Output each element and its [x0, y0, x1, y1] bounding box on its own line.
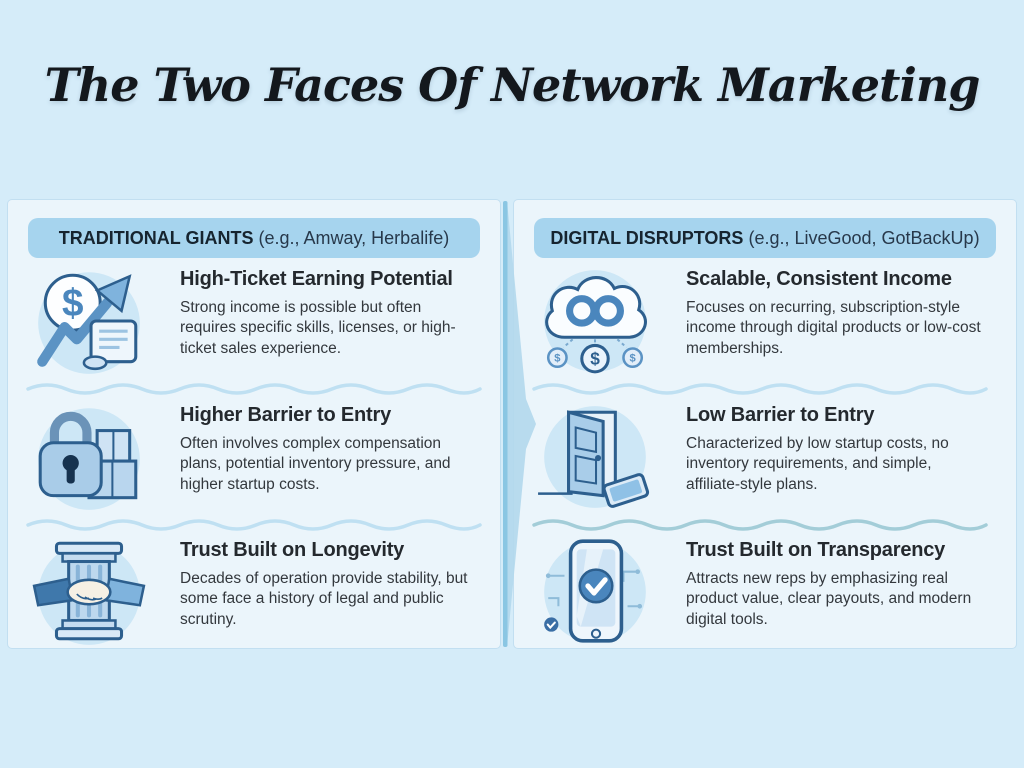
header-digital-disruptors: DIGITAL DISRUPTORS (e.g., LiveGood, GotB…: [534, 218, 996, 258]
feature-row: $ $ $ Scalable, Consistent Income Focuse…: [514, 262, 1016, 380]
header-traditional-giants: TRADITIONAL GIANTS (e.g., Amway, Herbali…: [28, 218, 480, 258]
feature-body: Characterized by low startup costs, no i…: [686, 435, 949, 493]
header-digital-examples: (e.g., LiveGood, GotBackUp): [743, 227, 980, 248]
panel-digital-disruptors: DIGITAL DISRUPTORS (e.g., LiveGood, GotB…: [514, 200, 1016, 648]
header-traditional-bold: TRADITIONAL GIANTS: [58, 227, 254, 248]
feature-row: $ High-Ticket Earning Potential Strong i…: [8, 262, 500, 380]
feature-body: Strong income is possible but often requ…: [180, 299, 456, 357]
feature-body: Focuses on recurring, subscription-style…: [686, 299, 981, 357]
feature-heading: Trust Built on Longevity: [180, 539, 405, 561]
feature-heading: High-Ticket Earning Potential: [180, 268, 453, 290]
padlock-boxes-icon: [28, 400, 150, 512]
wave-divider: [26, 519, 482, 531]
feature-heading: Trust Built on Transparency: [686, 539, 946, 561]
feature-heading: Low Barrier to Entry: [686, 404, 875, 426]
svg-text:$: $: [590, 349, 600, 369]
feature-body: Often involves complex compensation plan…: [180, 435, 451, 493]
feature-body: Attracts new reps by emphasizing real pr…: [686, 570, 972, 628]
feature-row: Trust Built on Transparency Attracts new…: [514, 533, 1016, 651]
feature-heading: Scalable, Consistent Income: [686, 268, 952, 290]
pillar-handshake-icon: [28, 535, 150, 647]
phone-checkmark-icon: [534, 535, 656, 647]
feature-row: Low Barrier to Entry Characterized by lo…: [514, 398, 1016, 516]
feature-row: Higher Barrier to Entry Often involves c…: [8, 398, 500, 516]
open-door-tablet-icon: [534, 400, 656, 512]
wave-divider: [26, 383, 482, 395]
svg-text:$: $: [62, 282, 83, 325]
svg-text:$: $: [630, 353, 637, 365]
growth-arrow-dollar-scroll-icon: $: [28, 264, 150, 376]
feature-heading: Higher Barrier to Entry: [180, 404, 392, 426]
feature-body: Decades of operation provide stability, …: [180, 570, 468, 628]
wave-divider: [532, 519, 988, 531]
cloud-infinity-coins-icon: $ $ $: [534, 264, 656, 376]
panel-traditional-giants: TRADITIONAL GIANTS (e.g., Amway, Herbali…: [8, 200, 500, 648]
svg-text:$: $: [554, 353, 561, 365]
feature-row: Trust Built on Longevity Decades of oper…: [8, 533, 500, 651]
page-title: The Two Faces Of Network Marketing: [44, 58, 981, 112]
wave-divider: [532, 383, 988, 395]
header-digital-bold: DIGITAL DISRUPTORS: [550, 227, 744, 248]
header-traditional-examples: (e.g., Amway, Herbalife): [253, 227, 450, 248]
